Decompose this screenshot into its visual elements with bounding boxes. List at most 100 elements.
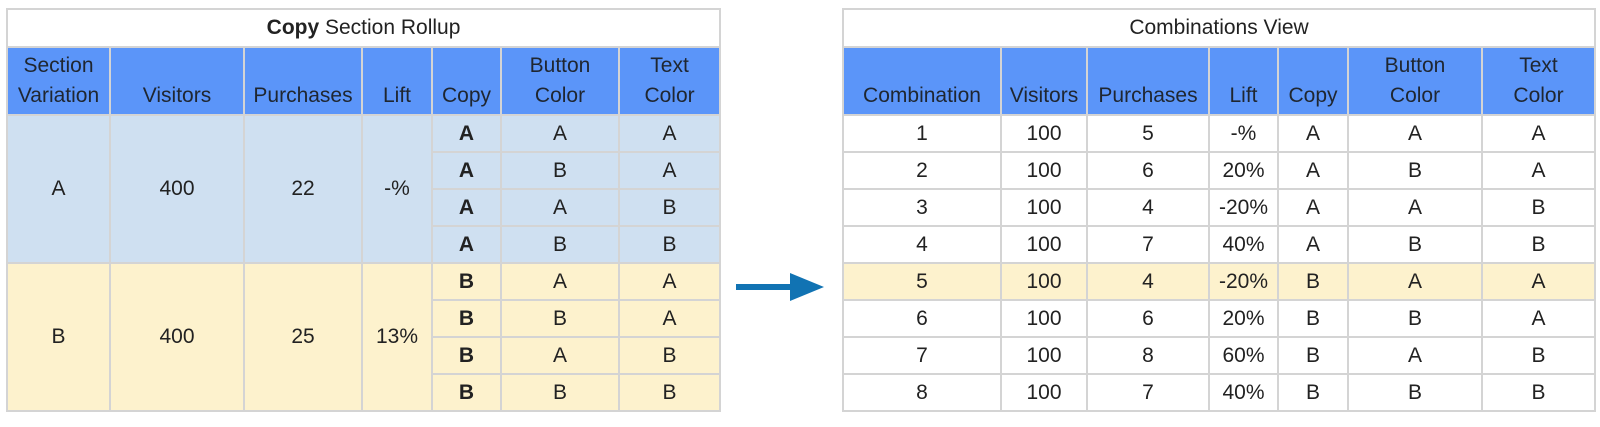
copy-cell: A <box>1277 114 1349 153</box>
purchases-cell: 5 <box>1086 114 1210 153</box>
combination-cell: 3 <box>842 188 1002 227</box>
section-variation-cell: B <box>6 262 111 412</box>
visitors-cell: 100 <box>1000 225 1088 264</box>
combinations-title: Combinations View <box>841 8 1597 48</box>
button-color-cell: A <box>1347 262 1483 301</box>
button-color-cell: A <box>500 114 620 153</box>
text-color-cell: B <box>1480 336 1597 375</box>
table-row: A 400 22 -% A A A <box>6 114 722 264</box>
lift-cell: -20% <box>1208 262 1279 301</box>
copy-cell: A <box>431 151 502 190</box>
lift-cell: 60% <box>1208 336 1279 375</box>
visitors-cell: 100 <box>1000 336 1088 375</box>
lift-cell: 20% <box>1208 299 1279 338</box>
combination-cell: 1 <box>842 114 1002 153</box>
text-color-cell: A <box>617 114 722 153</box>
visitors-cell: 100 <box>1000 373 1088 412</box>
visitors-cell: 400 <box>109 114 245 264</box>
text-color-cell: B <box>617 336 722 375</box>
table-row: B B B <box>7 373 722 412</box>
combination-cell: 2 <box>842 151 1002 190</box>
copy-cell: A <box>1277 151 1349 190</box>
rollup-title: Copy Section Rollup <box>5 8 722 48</box>
table-row: A B B <box>7 225 722 264</box>
rollup-title-rest: Section Rollup <box>319 16 461 39</box>
visitors-cell: 400 <box>109 262 245 412</box>
combination-cell: 6 <box>842 299 1002 338</box>
lift-cell: 13% <box>361 262 433 412</box>
header-visitors: Visitors <box>109 46 245 116</box>
header-button-color-line2: Color <box>1389 84 1441 107</box>
header-lift: Lift <box>1208 46 1279 116</box>
visitors-cell: 100 <box>1000 151 1088 190</box>
purchases-cell: 8 <box>1086 336 1210 375</box>
button-color-cell: A <box>1347 336 1483 375</box>
header-lift: Lift <box>361 46 433 116</box>
text-color-cell: A <box>1480 299 1597 338</box>
header-copy: Copy <box>1277 46 1349 116</box>
text-color-cell: A <box>617 262 722 301</box>
purchases-cell: 7 <box>1086 373 1210 412</box>
copy-cell: B <box>1277 373 1349 412</box>
combinations-header-row: Combination Visitors Purchases Lift Copy… <box>842 46 1597 116</box>
right-arrow-icon <box>736 273 824 301</box>
copy-cell: B <box>431 336 502 375</box>
button-color-cell: A <box>1347 188 1483 227</box>
purchases-cell: 6 <box>1086 151 1210 190</box>
lift-cell: -% <box>361 114 433 264</box>
text-color-cell: A <box>1480 262 1597 301</box>
visitors-cell: 100 <box>1000 262 1088 301</box>
copy-cell: B <box>431 299 502 338</box>
lift-cell: 20% <box>1208 151 1279 190</box>
combinations-view-table: Combinations View Combination Visitors P… <box>841 8 1597 412</box>
button-color-cell: B <box>1347 225 1483 264</box>
text-color-cell: A <box>1480 151 1597 190</box>
header-text-color-line1: Text <box>650 54 689 77</box>
table-row: B A B <box>7 336 722 375</box>
copy-cell: A <box>1277 225 1349 264</box>
combination-cell: 8 <box>842 373 1002 412</box>
copy-cell: B <box>431 373 502 412</box>
copy-cell: B <box>1277 336 1349 375</box>
header-text-color-line1: Text <box>1519 54 1558 77</box>
button-color-cell: A <box>500 336 620 375</box>
lift-cell: -20% <box>1208 188 1279 227</box>
header-section-variation-line2: Variation <box>17 84 100 107</box>
text-color-cell: A <box>617 151 722 190</box>
text-color-cell: B <box>1480 373 1597 412</box>
text-color-cell: B <box>1480 188 1597 227</box>
header-copy: Copy <box>431 46 502 116</box>
table-row: B B A <box>7 299 722 338</box>
copy-cell: A <box>431 188 502 227</box>
header-visitors: Visitors <box>1000 46 1088 116</box>
lift-cell: 40% <box>1208 225 1279 264</box>
header-combination: Combination <box>842 46 1002 116</box>
header-purchases: Purchases <box>1086 46 1210 116</box>
button-color-cell: B <box>1347 373 1483 412</box>
section-variation-cell: A <box>6 114 111 264</box>
button-color-cell: B <box>1347 151 1483 190</box>
text-color-cell: B <box>617 225 722 264</box>
combination-cell: 5 <box>842 262 1002 301</box>
button-color-cell: B <box>1347 299 1483 338</box>
purchases-cell: 6 <box>1086 299 1210 338</box>
purchases-cell: 4 <box>1086 188 1210 227</box>
visitors-cell: 100 <box>1000 299 1088 338</box>
button-color-cell: A <box>1347 114 1483 153</box>
copy-cell: B <box>431 262 502 301</box>
rollup-title-bold: Copy <box>266 16 320 39</box>
header-text-color-line2: Color <box>1513 84 1564 107</box>
visitors-cell: 100 <box>1000 114 1088 153</box>
